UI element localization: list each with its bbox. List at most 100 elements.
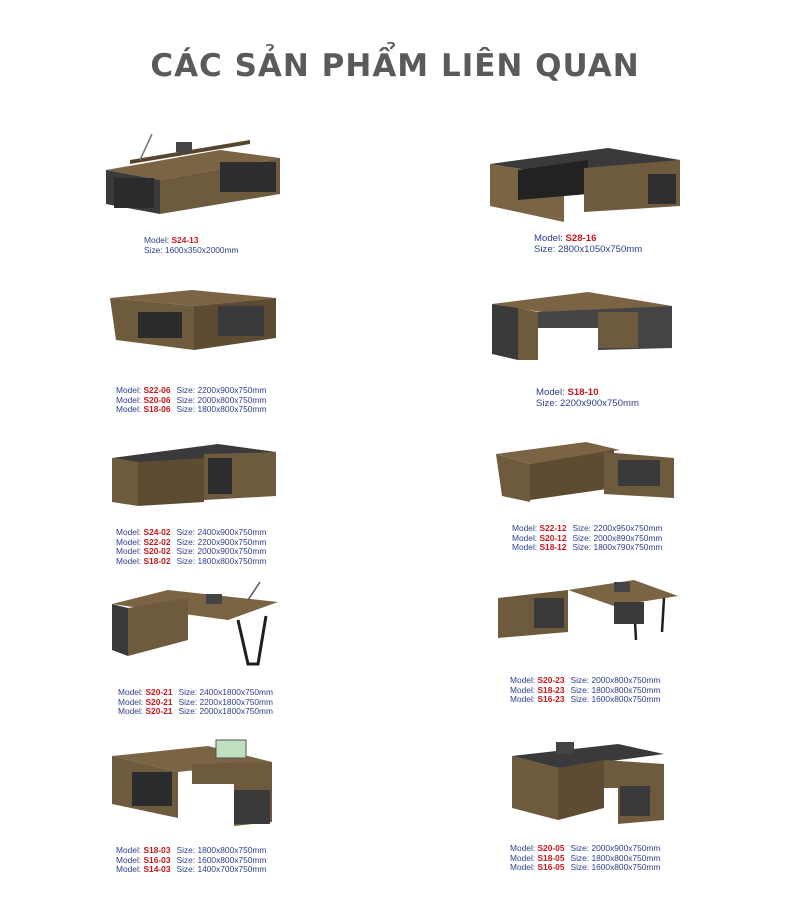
size-value: 2000x900x750mm bbox=[591, 843, 661, 853]
desk-image bbox=[496, 442, 674, 502]
size-value: 2800x1050x750mm bbox=[558, 243, 643, 255]
size-value: 2000x890x750mm bbox=[593, 532, 663, 543]
size-value: 1800x800x750mm bbox=[197, 845, 267, 855]
model-label: Model: bbox=[116, 555, 142, 566]
spec-row: Size: 1600x350x2000mm bbox=[144, 244, 239, 256]
model-label: Model: bbox=[116, 546, 142, 557]
size-value: 1600x350x2000mm bbox=[164, 244, 239, 255]
product-card[interactable]: Model: S24-13 Size: 1600x350x2000mm bbox=[100, 120, 300, 260]
model-label: Model: bbox=[510, 684, 536, 695]
size-value: 1400x700x750mm bbox=[197, 864, 267, 875]
model-label: Model: bbox=[144, 235, 170, 245]
model-label: Model: bbox=[512, 523, 538, 533]
desk-image bbox=[498, 580, 678, 641]
model-code: S20-06 bbox=[143, 394, 171, 405]
size-label: Size: bbox=[178, 706, 198, 717]
size-label: Size: bbox=[570, 852, 590, 863]
model-label: Model: bbox=[534, 233, 563, 244]
size-value: 2200x900x750mm bbox=[560, 397, 639, 409]
product-card[interactable]: Model: S28-16 Size: 2800x1050x750mm bbox=[488, 130, 688, 260]
model-code: S22-06 bbox=[143, 385, 171, 395]
model-label: Model: bbox=[510, 843, 536, 853]
desk-image bbox=[512, 742, 664, 824]
spec-row: Model: S22-12 Size: 2200x950x750mm bbox=[512, 523, 663, 534]
model-label: Model: bbox=[510, 862, 536, 873]
size-label: Size: bbox=[570, 675, 590, 685]
model-label: Model: bbox=[116, 527, 142, 537]
model-label: Model: bbox=[116, 536, 142, 547]
spec-row: Model: S18-06 Size: 1800x800x750mm bbox=[116, 404, 267, 415]
model-label: Model: bbox=[116, 845, 142, 855]
product-card[interactable]: Model: S22-12 Size: 2200x950x750mm Model:… bbox=[494, 438, 694, 562]
model-code: S18-02 bbox=[143, 555, 171, 566]
size-value: 1800x790x750mm bbox=[593, 542, 663, 553]
desk-image bbox=[112, 581, 278, 666]
desk-image bbox=[110, 290, 276, 350]
size-value: 2000x900x750mm bbox=[197, 546, 267, 557]
size-value: 1800x800x750mm bbox=[197, 555, 267, 566]
model-label: Model: bbox=[118, 696, 144, 707]
model-label: Model: bbox=[512, 532, 538, 543]
size-label: Size: bbox=[144, 244, 163, 255]
model-code: S22-12 bbox=[539, 523, 567, 533]
product-specs: Model: S24-13 Size: 1600x350x2000mm bbox=[144, 235, 239, 256]
size-value: 2000x1800x750mm bbox=[199, 706, 274, 717]
size-value: 2400x1800x750mm bbox=[199, 687, 274, 697]
spec-row: Model: S18-10 bbox=[536, 387, 639, 399]
size-label: Size: bbox=[176, 536, 196, 547]
size-value: 2000x800x750mm bbox=[591, 675, 661, 685]
size-value: 1600x800x750mm bbox=[591, 862, 661, 873]
model-code: S18-03 bbox=[143, 845, 171, 855]
size-label: Size: bbox=[176, 394, 196, 405]
size-label: Size: bbox=[570, 684, 590, 695]
desk-image bbox=[106, 133, 280, 214]
size-label: Size: bbox=[572, 523, 592, 533]
model-code: S24-13 bbox=[171, 235, 199, 245]
size-value: 2000x800x750mm bbox=[197, 394, 267, 405]
product-specs: Model: S18-10 Size: 2200x900x750mm bbox=[536, 387, 639, 409]
model-code: S20-21 bbox=[145, 687, 173, 697]
size-label: Size: bbox=[176, 527, 196, 537]
model-label: Model: bbox=[118, 687, 144, 697]
model-label: Model: bbox=[510, 852, 536, 863]
model-label: Model: bbox=[116, 864, 142, 875]
size-value: 1600x800x750mm bbox=[591, 694, 661, 705]
size-value: 1800x800x750mm bbox=[197, 404, 267, 415]
product-specs: Model: S28-16 Size: 2800x1050x750mm bbox=[534, 233, 643, 255]
spec-row: Model: S28-16 bbox=[534, 233, 642, 245]
model-label: Model: bbox=[510, 675, 536, 685]
size-value: 2200x950x750mm bbox=[593, 523, 663, 533]
model-code: S18-06 bbox=[143, 404, 171, 415]
size-label: Size: bbox=[570, 843, 590, 853]
model-code: S16-03 bbox=[143, 854, 171, 865]
size-label: Size: bbox=[176, 864, 196, 875]
size-value: 1800x800x750mm bbox=[591, 852, 661, 863]
spec-row: Model: S24-13 bbox=[144, 235, 239, 246]
model-label: Model: bbox=[116, 404, 142, 415]
size-value: 2200x900x750mm bbox=[197, 385, 267, 395]
size-label: Size: bbox=[176, 404, 196, 415]
model-code: S20-05 bbox=[537, 843, 565, 853]
size-value: 1600x800x750mm bbox=[197, 854, 267, 865]
product-card[interactable]: Model: S18-10 Size: 2200x900x750mm bbox=[488, 288, 688, 408]
